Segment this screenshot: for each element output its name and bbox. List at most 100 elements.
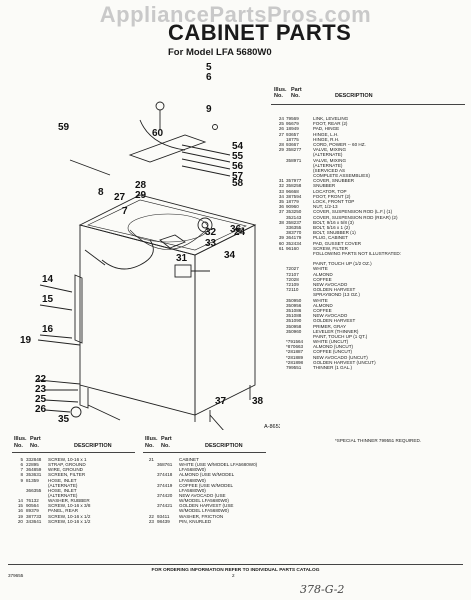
bm-part-description: CABINET: [179, 457, 199, 462]
right-part-description: HINGE, R.H.: [313, 136, 340, 142]
right-part-part-no: *281889: [286, 354, 304, 360]
right-part-part-no: 96668: [286, 188, 299, 194]
right-part-part-no: 351090: [286, 318, 302, 324]
right-part-description: HINGE, L.H.: [313, 131, 339, 137]
right-part-row: PAINT, TOUCH UP (1 QT.): [271, 334, 467, 339]
bl-part-illus-no: 16: [17, 508, 23, 514]
bm-part-row: LFA5680W0): [143, 467, 271, 472]
bm-part-part-no: 374420: [157, 492, 173, 498]
bm-header-no1: No.: [145, 443, 154, 449]
right-part-description: COVER, SNUBBER: [313, 178, 355, 184]
right-part-part-no: 351086: [286, 307, 302, 313]
right-header-no1: No.: [274, 93, 283, 99]
bl-part-part-no: 76132: [26, 498, 39, 504]
catalog-code: 379655: [8, 573, 24, 578]
figure-id: A-8653: [264, 424, 280, 430]
bm-part-description: LFA5680W0): [179, 487, 206, 493]
right-part-part-no: 358237: [286, 219, 302, 225]
right-part-description: FOLLOWING PARTS NOT ILLUSTRATED:: [313, 250, 401, 256]
right-part-description: COFFEE (UNCUT): [313, 349, 353, 355]
bm-header-desc: DESCRIPTION: [205, 443, 243, 449]
ordering-info: FOR ORDERING INFORMATION REFER TO INDIVI…: [151, 568, 320, 573]
right-part-part-no: 358971: [286, 157, 302, 163]
right-part-part-no: 336355: [286, 224, 302, 230]
right-part-part-no: 79569: [286, 116, 299, 121]
watermark-text: AppliancePartsPros.com: [99, 2, 372, 27]
page-number: 2: [232, 573, 235, 578]
bm-part-description: W/MODEL LFA5680W0): [179, 498, 229, 504]
bm-header-illus: Illus.: [145, 436, 158, 442]
callout-8: 8: [98, 187, 104, 198]
bm-part-row: W/MODEL LFA5680W0): [143, 498, 271, 503]
right-part-illus-no: 39: [278, 235, 284, 241]
right-part-illus-no: 25: [278, 121, 284, 127]
right-header-desc: DESCRIPTION: [335, 93, 373, 99]
bm-part-part-no: 93411: [157, 513, 170, 519]
callout-25: 25: [35, 394, 47, 405]
right-part-part-no: 387594: [286, 193, 302, 199]
right-part-description: (SERVICED AS: [313, 167, 346, 173]
right-part-description: COFFEE: [313, 307, 332, 313]
right-part-illus-no: 33: [278, 188, 284, 194]
bl-header-illus: Illus.: [14, 436, 27, 442]
callout-5: 5: [206, 62, 212, 73]
right-part-description: COFFEE: [313, 276, 332, 282]
callout-23: 23: [35, 384, 47, 395]
right-part-description: THINNER (1 GAL.): [313, 365, 353, 370]
right-table-rule: [271, 104, 465, 105]
callout-7: 7: [122, 206, 128, 217]
callout-38: 38: [252, 396, 264, 407]
right-part-description: FOOT, FRONT (2): [313, 193, 351, 199]
right-part-description: VALVE, MIXING: [313, 147, 347, 153]
footer-rule: [8, 564, 463, 565]
bl-part-part-no: 90564: [26, 503, 39, 509]
callout-29: 29: [135, 190, 147, 201]
bl-header-no2: No.: [30, 443, 39, 449]
right-part-part-no: *281887: [286, 349, 304, 355]
bl-part-description: SCREW, 10-16 x 1/2: [48, 513, 91, 519]
callout-14: 14: [42, 274, 54, 285]
thinner-note: *SPECIAL THINNER 799551 REQUIRED.: [335, 438, 422, 443]
bl-part-description: WASHER, RUBBER: [48, 498, 90, 504]
bm-part-description: LFA5680W0): [179, 467, 206, 473]
handwritten-note: 378-G-2: [300, 583, 345, 596]
right-header-no2: No.: [291, 93, 300, 99]
bl-part-illus-no: 9: [20, 477, 23, 483]
right-part-part-no: 72027: [286, 266, 299, 272]
bm-part-illus-no: 21: [148, 457, 154, 462]
bm-part-part-no: 368761: [157, 462, 173, 468]
callout-31: 31: [176, 253, 188, 264]
right-part-part-no: 358277: [286, 147, 302, 153]
bl-part-part-no: 364859: [26, 467, 42, 473]
right-part-illus-no: 35: [278, 199, 284, 204]
callout-19: 19: [20, 335, 32, 346]
right-part-description: SCREW, FILTER: [313, 245, 348, 251]
right-part-row: (ALTERNATE): [271, 163, 467, 168]
right-part-description: COVER, SUSPENSION ROD (L.F.) (1): [313, 209, 393, 215]
bm-header-no2: No.: [161, 443, 170, 449]
callout-59: 59: [58, 122, 70, 133]
bm-part-description: LFA5680W0): [179, 477, 206, 483]
